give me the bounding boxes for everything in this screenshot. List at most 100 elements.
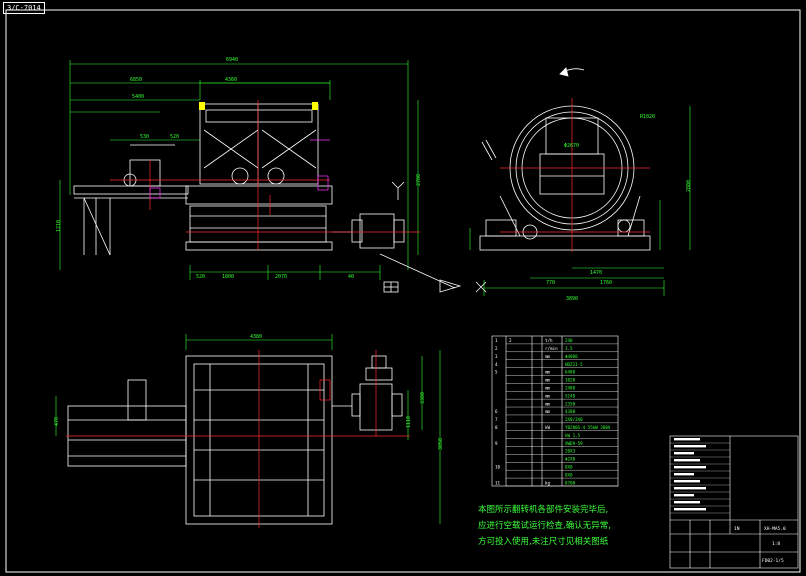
params-cell: mm (545, 393, 551, 398)
dim-front-overall: 6940 (226, 57, 238, 63)
params-cell: 9 (495, 441, 498, 446)
title-grid-entry (674, 494, 694, 497)
params-table-rows: 1 2 t/h 240 2 r/min 3.5 3 mm Φ4000 4 HDZ11-5 5 mm 6480… (495, 338, 618, 487)
plan-view (55, 334, 441, 525)
params-cell: 3820 (565, 378, 576, 383)
dim-side-bottom-a: 770 (546, 280, 555, 286)
dim-front-bottom-d: 40 (348, 274, 354, 280)
dim-plan-left: 470 (54, 417, 60, 426)
params-cell: 2350 (565, 401, 576, 406)
title-sheet: FD02-1/5 (762, 558, 784, 564)
params-cell: 5240 (565, 393, 576, 398)
title-grid-entry (674, 480, 700, 483)
dim-front-bottom-b: 1800 (222, 274, 234, 280)
title-drawing-no: XH-MA5.0 (764, 526, 786, 532)
front-elevation-view (59, 60, 462, 293)
params-cell: 240 (565, 338, 573, 343)
drawing-tab[interactable]: 3/C-7014 (3, 2, 45, 14)
params-cell: 8700 (565, 480, 576, 485)
side-center-lines (500, 98, 650, 252)
params-table (491, 335, 619, 487)
params-cell: 6480 (565, 370, 576, 375)
dim-side-bottom-total: 3890 (566, 296, 578, 302)
dim-front-left-b: 5400 (132, 94, 144, 100)
drawing-frame (5, 9, 801, 573)
params-cell: 6 (495, 409, 498, 414)
params-cell: 2 (495, 346, 498, 351)
title-grid-entry (674, 445, 706, 448)
params-cell: 2 (509, 338, 512, 343)
dim-plan-height-a: 3380 (420, 392, 426, 404)
dim-front-height-right: 2780 (416, 174, 422, 186)
title-grid-entry (674, 438, 700, 441)
plan-dimension-texts: 4380 3380 3850 1110 470 (54, 334, 444, 450)
title-grid-entry (674, 452, 694, 455)
title-grid-entry (674, 473, 694, 476)
params-cell: mm (545, 378, 551, 383)
title-block-texts: XH-MA5.0 1:8 FD02-1/5 1N (734, 526, 786, 564)
title-grid-entry (674, 508, 706, 511)
dim-side-diameter: Φ2670 (564, 143, 579, 149)
params-cell: mm (545, 370, 551, 375)
dim-plan-mid: 1110 (406, 416, 412, 428)
note-line-1: 本图所示翻转机各部件安装完毕后, (478, 505, 609, 515)
front-center-lines (110, 100, 420, 250)
dim-side-height: 2800 (686, 180, 692, 192)
title-scale: 1:8 (772, 541, 780, 547)
note-line-2: 应进行空载试运行检查,确认无异常, (478, 521, 611, 531)
params-cell: 20X3 (565, 449, 576, 454)
params-cell: YB280S-4 55kW 380V (565, 425, 611, 430)
title-block-grid (670, 438, 730, 514)
params-cell: 1 (495, 338, 498, 343)
title-grid-entry (674, 459, 700, 462)
title-grid-entry (674, 501, 700, 504)
dim-plan-height-b: 3850 (438, 438, 444, 450)
params-cell: HDZ11-5 (565, 362, 583, 367)
note-line-3: 方可投入使用,未注尺寸见相关图纸 (478, 537, 609, 547)
params-cell: 10 (495, 464, 501, 469)
params-cell: Φ2X0 (565, 457, 576, 462)
params-cell: kW 1.5 (565, 433, 581, 438)
params-cell: mm (545, 409, 551, 414)
params-cell: 2X0/3X0 (565, 417, 583, 422)
dim-side-bottom-b: 1760 (600, 280, 612, 286)
title-label: 1N (734, 526, 740, 532)
plan-center-lines (66, 350, 410, 528)
params-cell: kg (545, 480, 551, 485)
dim-front-mid: 4360 (225, 77, 237, 83)
params-cell: mm (545, 354, 551, 359)
front-hydraulic-lines (149, 139, 330, 199)
params-cell: r/min (545, 346, 558, 351)
side-dimension-texts: 3890 770 1760 1470 2800 Φ2670 R1020 (546, 114, 692, 302)
dim-side-center: 1470 (590, 270, 602, 276)
dim-front-bottom-c: 2070 (275, 274, 287, 280)
dim-front-left-a: 6850 (130, 77, 142, 83)
params-cell: 8X0 (565, 472, 573, 477)
dim-front-bottom-a: 520 (196, 274, 205, 280)
params-cell: 11 (495, 480, 501, 485)
side-view (469, 67, 691, 296)
params-cell: 3 (495, 354, 498, 359)
dim-side-radius: R1020 (640, 114, 655, 120)
title-block (669, 435, 799, 569)
params-cell: 5 (495, 370, 498, 375)
dim-front-height-left: 1210 (56, 220, 62, 232)
front-dimension-texts: 6850 4360 5400 530 520 6940 2780 1210 52… (56, 57, 422, 280)
params-cell: kW (545, 425, 551, 430)
params-cell: t/h (545, 338, 553, 343)
params-cell: 4380 (565, 409, 576, 414)
params-cell: 2480 (565, 386, 576, 391)
dim-front-small-b: 520 (170, 134, 179, 140)
dim-plan-top: 4380 (250, 334, 262, 340)
title-grid-entry (674, 466, 706, 469)
title-grid-entry (674, 487, 706, 490)
params-cell: 8 (495, 425, 498, 430)
params-cell: 8X0 (565, 464, 573, 469)
params-cell: mm (545, 401, 551, 406)
params-cell: 4 (495, 362, 498, 367)
dim-front-small-a: 530 (140, 134, 149, 140)
params-cell: 3.5 (565, 346, 573, 351)
params-cell: Φ4000 (565, 354, 578, 359)
params-cell: 7 (495, 417, 498, 422)
